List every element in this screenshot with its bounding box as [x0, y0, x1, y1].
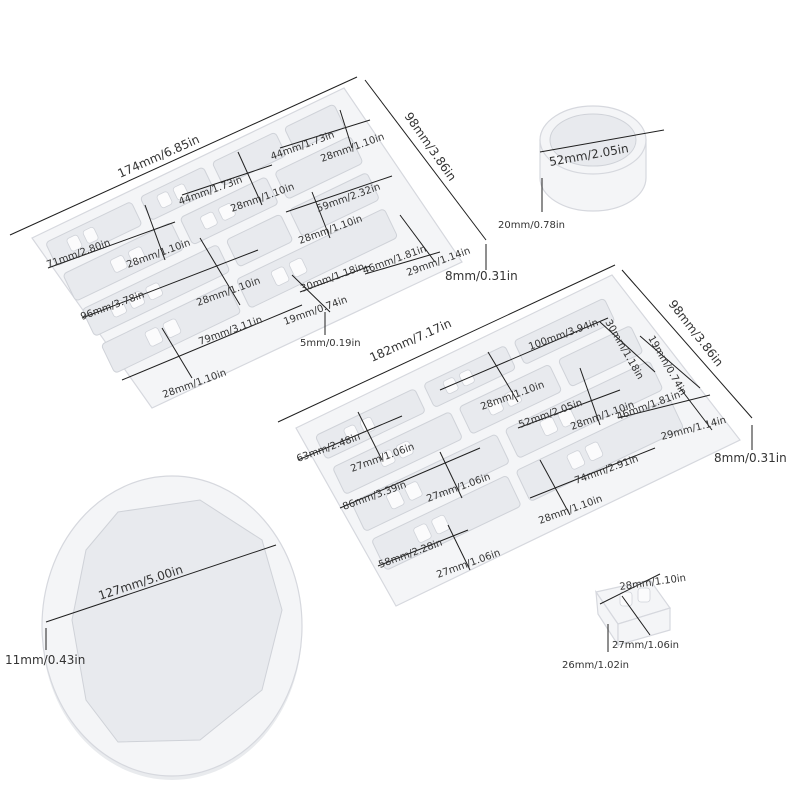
- small-coaster-mold: [539, 105, 647, 212]
- tray1-cavities: [46, 104, 398, 373]
- small-coaster-height-label: 20mm/0.78in: [498, 220, 565, 231]
- tray1-dim-5: 5mm/0.19in: [300, 338, 361, 349]
- small-piece-depth-label: 27mm/1.06in: [612, 640, 679, 651]
- small-piece-depth-line: [621, 595, 651, 636]
- tray1-length-line: [9, 76, 358, 236]
- tray2-length-line: [277, 264, 616, 423]
- large-coaster-mold: [41, 475, 303, 780]
- tray1-width-line: [364, 79, 487, 241]
- small-piece-width-line: [599, 573, 661, 605]
- tray2-mold: [295, 274, 741, 607]
- small-piece-height-label: 26mm/1.02in: [562, 660, 629, 671]
- tray1-mold: [31, 87, 463, 409]
- tray1-height-label: 8mm/0.31in: [445, 269, 518, 283]
- tray2-height-label: 8mm/0.31in: [714, 451, 787, 465]
- large-coaster-diameter-line: [45, 544, 277, 623]
- tray2-width-line: [621, 269, 753, 419]
- small-coaster-diameter-line: [539, 129, 665, 153]
- large-coaster-height-label: 11mm/0.43in: [5, 653, 85, 667]
- tray1-width-label: 98mm/3.86in: [402, 110, 460, 184]
